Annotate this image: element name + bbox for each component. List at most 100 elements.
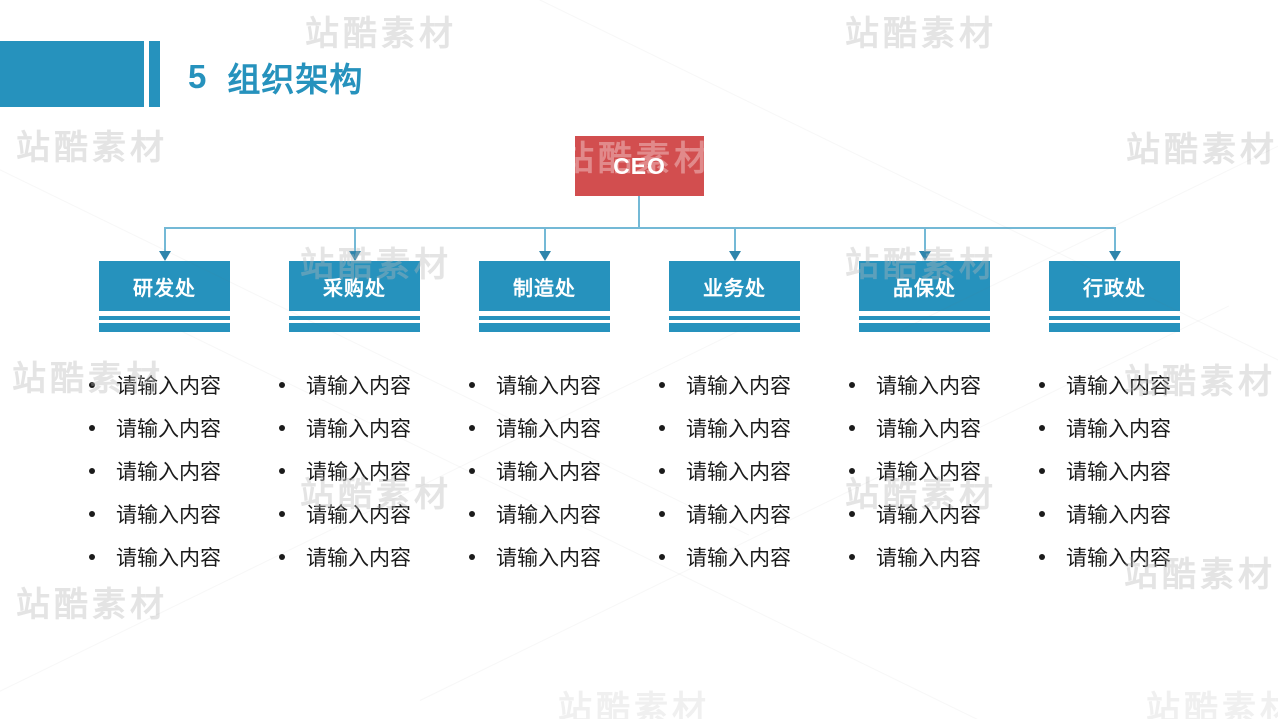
bullet-item[interactable]: 请输入内容 [849, 406, 1021, 449]
bullet-text: 请输入内容 [116, 460, 221, 484]
bullet-text: 请输入内容 [876, 503, 981, 527]
bullet-item[interactable]: 请输入内容 [279, 406, 451, 449]
bullet-dot-icon [89, 424, 95, 431]
bullet-dot-icon [89, 381, 95, 388]
department-underline-thick [1049, 323, 1180, 332]
bullet-item[interactable]: 请输入内容 [89, 363, 261, 406]
department-label: 制造处 [513, 277, 576, 300]
watermark-text: 站酷素材 [1126, 131, 1278, 169]
bullet-text: 请输入内容 [306, 460, 411, 484]
bullet-item[interactable]: 请输入内容 [849, 492, 1021, 535]
bullet-item[interactable]: 请输入内容 [1039, 449, 1211, 492]
bullet-item[interactable]: 请输入内容 [659, 363, 831, 406]
bullet-text: 请输入内容 [306, 546, 411, 570]
department-bullet-list: 请输入内容请输入内容请输入内容请输入内容请输入内容 [89, 363, 261, 578]
connector-drop [923, 227, 926, 252]
bullet-dot-icon [1039, 467, 1045, 474]
bullet-text: 请输入内容 [1066, 374, 1171, 398]
bullet-item[interactable]: 请输入内容 [1039, 535, 1211, 578]
connector-drop [163, 227, 166, 252]
bullet-text: 请输入内容 [496, 546, 601, 570]
bullet-text: 请输入内容 [876, 460, 981, 484]
bullet-dot-icon [1039, 510, 1045, 517]
department-bullet-list: 请输入内容请输入内容请输入内容请输入内容请输入内容 [849, 363, 1021, 578]
bullet-item[interactable]: 请输入内容 [89, 535, 261, 578]
bullet-dot-icon [659, 467, 665, 474]
watermark-text: 站酷素材 [16, 586, 168, 624]
bullet-text: 请输入内容 [686, 546, 791, 570]
bullet-item[interactable]: 请输入内容 [279, 535, 451, 578]
bullet-item[interactable]: 请输入内容 [279, 449, 451, 492]
bullet-dot-icon [89, 510, 95, 517]
bullet-item[interactable]: 请输入内容 [89, 449, 261, 492]
watermark-text: 站酷素材 [305, 15, 457, 53]
bullet-item[interactable]: 请输入内容 [89, 406, 261, 449]
connector-drop [353, 227, 356, 252]
department-label: 业务处 [703, 277, 766, 300]
bullet-item[interactable]: 请输入内容 [849, 449, 1021, 492]
watermark-text: 站酷素材 [845, 15, 997, 53]
department-label: 行政处 [1083, 277, 1146, 300]
department-node[interactable]: 品保处 [859, 261, 990, 311]
bullet-item[interactable]: 请输入内容 [469, 363, 641, 406]
department-underline-thick [669, 323, 800, 332]
bullet-text: 请输入内容 [686, 374, 791, 398]
bullet-dot-icon [849, 381, 855, 388]
bullet-item[interactable]: 请输入内容 [1039, 492, 1211, 535]
department-node[interactable]: 业务处 [669, 261, 800, 311]
bullet-item[interactable]: 请输入内容 [849, 363, 1021, 406]
connector-arrowhead-icon [538, 251, 551, 261]
connector-drop [1113, 227, 1116, 252]
department-underline-thin [1049, 316, 1180, 320]
page-title: 5 组织架构 [188, 53, 363, 101]
connector-stem [638, 196, 640, 228]
bullet-dot-icon [279, 510, 285, 517]
watermark-text: 站酷素材 [558, 690, 710, 719]
bullet-item[interactable]: 请输入内容 [659, 535, 831, 578]
ceo-label: CEO [613, 152, 666, 179]
bullet-text: 请输入内容 [1066, 460, 1171, 484]
bullet-dot-icon [1039, 381, 1045, 388]
bullet-text: 请输入内容 [686, 503, 791, 527]
bullet-text: 请输入内容 [496, 417, 601, 441]
connector-horizontal [164, 227, 1115, 229]
watermark-text: 站酷素材 [16, 129, 168, 167]
bullet-item[interactable]: 请输入内容 [279, 492, 451, 535]
bullet-item[interactable]: 请输入内容 [469, 535, 641, 578]
bullet-dot-icon [659, 381, 665, 388]
bullet-item[interactable]: 请输入内容 [89, 492, 261, 535]
department-node[interactable]: 研发处 [99, 261, 230, 311]
connector-drop [733, 227, 736, 252]
department-node[interactable]: 采购处 [289, 261, 420, 311]
bullet-dot-icon [279, 424, 285, 431]
department-underline-thick [479, 323, 610, 332]
bullet-dot-icon [849, 553, 855, 560]
bullet-item[interactable]: 请输入内容 [849, 535, 1021, 578]
bullet-item[interactable]: 请输入内容 [279, 363, 451, 406]
bullet-dot-icon [659, 510, 665, 517]
watermark-text: 站酷素材 [1146, 690, 1278, 719]
bullet-item[interactable]: 请输入内容 [1039, 363, 1211, 406]
bullet-item[interactable]: 请输入内容 [469, 406, 641, 449]
ceo-node[interactable]: CEO [575, 136, 704, 196]
department-bullet-list: 请输入内容请输入内容请输入内容请输入内容请输入内容 [469, 363, 641, 578]
bullet-item[interactable]: 请输入内容 [659, 449, 831, 492]
bullet-text: 请输入内容 [496, 460, 601, 484]
bullet-dot-icon [469, 424, 475, 431]
bullet-dot-icon [659, 553, 665, 560]
department-bullet-list: 请输入内容请输入内容请输入内容请输入内容请输入内容 [1039, 363, 1211, 578]
bullet-dot-icon [279, 381, 285, 388]
bullet-item[interactable]: 请输入内容 [469, 492, 641, 535]
bullet-text: 请输入内容 [496, 503, 601, 527]
bullet-text: 请输入内容 [686, 460, 791, 484]
department-underline-thin [99, 316, 230, 320]
bullet-text: 请输入内容 [116, 546, 221, 570]
department-node[interactable]: 行政处 [1049, 261, 1180, 311]
bullet-item[interactable]: 请输入内容 [469, 449, 641, 492]
department-node[interactable]: 制造处 [479, 261, 610, 311]
bullet-item[interactable]: 请输入内容 [659, 492, 831, 535]
bullet-item[interactable]: 请输入内容 [659, 406, 831, 449]
bullet-item[interactable]: 请输入内容 [1039, 406, 1211, 449]
section-title: 组织架构 [227, 61, 364, 98]
